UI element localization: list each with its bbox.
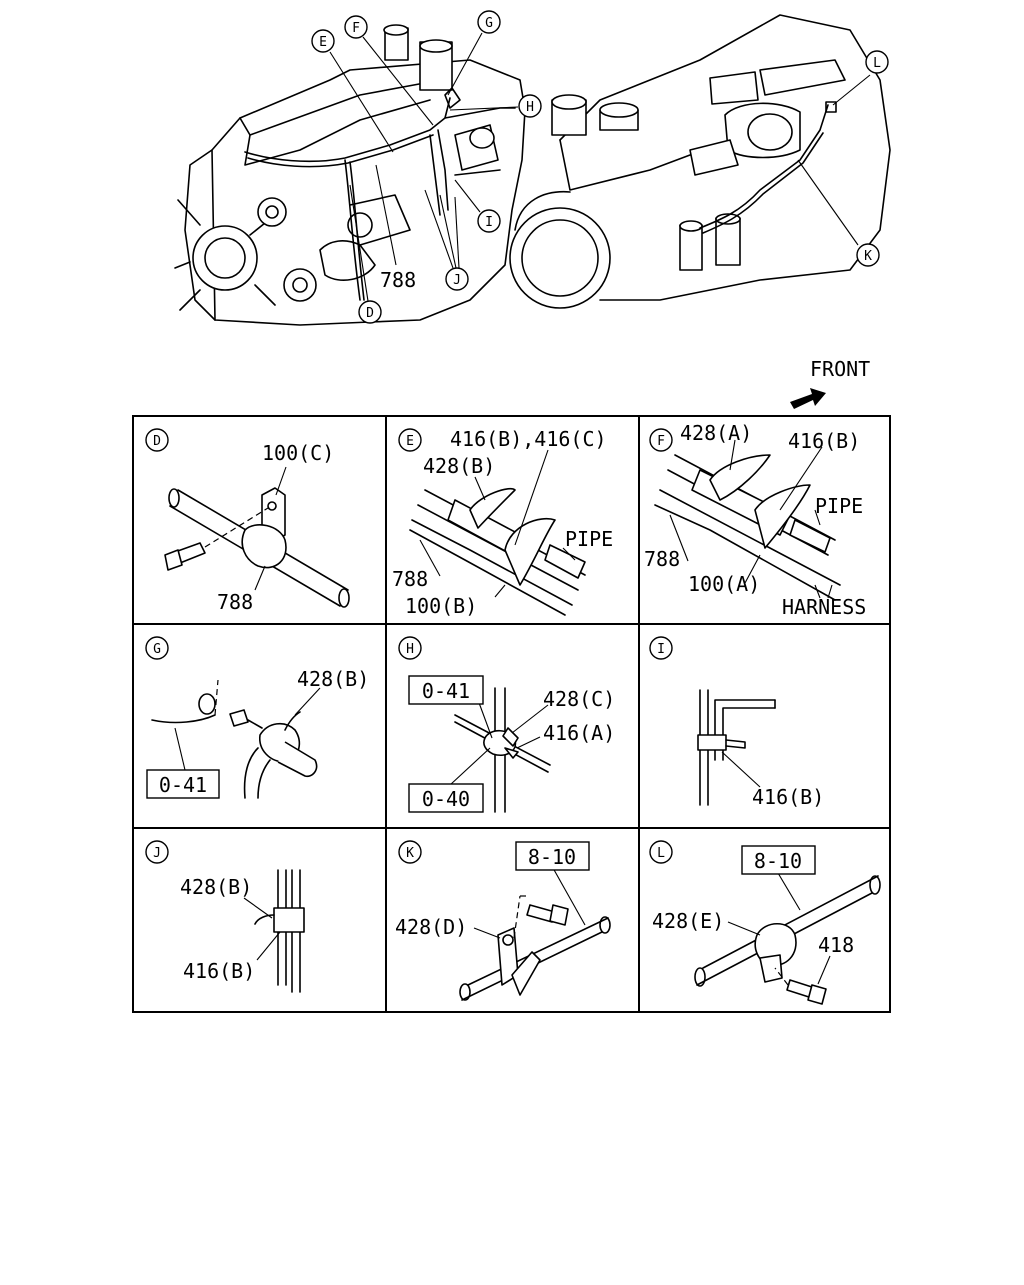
engine-right-illustration: [509, 14, 891, 309]
panel-L-letter: L: [657, 846, 665, 861]
panel-I-letter: I: [657, 642, 665, 657]
panel-H-ref-0-40: 0-40: [422, 787, 470, 811]
panel-L-part-428E: 428(E): [652, 909, 724, 933]
callout-F: F: [344, 15, 368, 39]
detail-grid: [132, 415, 891, 1013]
panel-K-ref-box: [515, 841, 590, 871]
panel-E-label-pipe: PIPE: [565, 527, 613, 551]
panel-K-part-428D: 428(D): [395, 915, 467, 939]
panel-F-part-100A: 100(A): [688, 572, 760, 596]
panel-H-ref-box-top: [408, 675, 484, 705]
callout-L-letter: L: [873, 56, 881, 71]
callout-F-letter: F: [352, 21, 360, 36]
panel-L-ref-box: [741, 845, 816, 875]
callout-E: E: [311, 29, 335, 53]
panel-L-part-418: 418: [818, 933, 854, 957]
panel-L-ref-8-10: 8-10: [754, 849, 802, 873]
panel-F-label-harness: HARNESS: [782, 595, 866, 619]
callout-I: I: [477, 209, 501, 233]
callout-J-letter: J: [453, 273, 461, 288]
panel-K: K 8-10 428(D): [395, 840, 611, 1001]
callout-E-letter: E: [319, 35, 327, 50]
overview-leaders: [329, 32, 871, 302]
callout-D: D: [358, 300, 382, 324]
panel-K-ref-8-10: 8-10: [528, 845, 576, 869]
panel-H-ref-box-bottom: [408, 783, 484, 813]
panel-E-part-788: 788: [392, 567, 428, 591]
front-arrow-icon: [790, 388, 826, 409]
panel-E: E 416(B),416(C) 428(B) PIPE 788 100(B): [392, 427, 613, 618]
panel-E-part-100B: 100(B): [405, 594, 477, 618]
callout-H: H: [518, 94, 542, 118]
panel-F-part-788: 788: [644, 547, 680, 571]
panel-J-part-416B: 416(B): [183, 959, 255, 983]
panel-F-label-pipe: PIPE: [815, 494, 863, 518]
panel-I-part-416B: 416(B): [752, 785, 824, 809]
panel-J-letter: J: [153, 846, 161, 861]
panel-F: F 428(A) 416(B) PIPE 788 100(A) HARNESS: [644, 421, 866, 619]
callout-H-letter: H: [526, 100, 534, 115]
panel-K-letter: K: [406, 846, 414, 861]
panel-L: L 8-10 428(E) 418: [649, 840, 881, 1005]
panel-G-ref-box: [146, 769, 220, 799]
panel-F-part-428A: 428(A): [680, 421, 752, 445]
panel-H-ref-0-41: 0-41: [422, 679, 470, 703]
panel-F-letter: F: [657, 434, 665, 449]
panel-D-part-100C: 100(C): [262, 441, 334, 465]
callout-G-letter: G: [485, 16, 493, 31]
panel-G-part-428B: 428(B): [297, 667, 369, 691]
panel-E-part-416BC: 416(B),416(C): [450, 427, 607, 451]
panel-F-part-416B: 416(B): [788, 429, 860, 453]
engine-left-illustration: [174, 24, 526, 326]
panel-J: J 428(B) 416(B): [145, 840, 305, 993]
panel-D-letter: D: [153, 434, 161, 449]
panel-H: H 0-41 0-40 428(C) 416(A): [398, 636, 615, 813]
panel-H-letter: H: [406, 642, 414, 657]
callout-L: L: [865, 50, 889, 74]
front-label: FRONT: [810, 357, 870, 381]
panel-E-letter: E: [406, 434, 414, 449]
panel-D: D 100(C) 788: [145, 428, 350, 614]
panel-G-ref-0-41: 0-41: [159, 773, 207, 797]
callout-J: J: [445, 267, 469, 291]
panel-I: I 416(B): [649, 636, 824, 809]
panel-D-part-788: 788: [217, 590, 253, 614]
panel-E-part-428B: 428(B): [423, 454, 495, 478]
panel-H-part-428C: 428(C): [543, 687, 615, 711]
panel-H-part-416A: 416(A): [543, 721, 615, 745]
callout-G: G: [477, 10, 501, 34]
callout-D-letter: D: [366, 306, 374, 321]
callout-K-letter: K: [864, 249, 872, 264]
panel-G: G 0-41 428(B): [145, 636, 369, 799]
panel-G-letter: G: [153, 642, 161, 657]
overview-part-788: 788: [380, 268, 416, 292]
callout-K: K: [856, 243, 880, 267]
panel-J-part-428B: 428(B): [180, 875, 252, 899]
callout-I-letter: I: [485, 215, 493, 230]
